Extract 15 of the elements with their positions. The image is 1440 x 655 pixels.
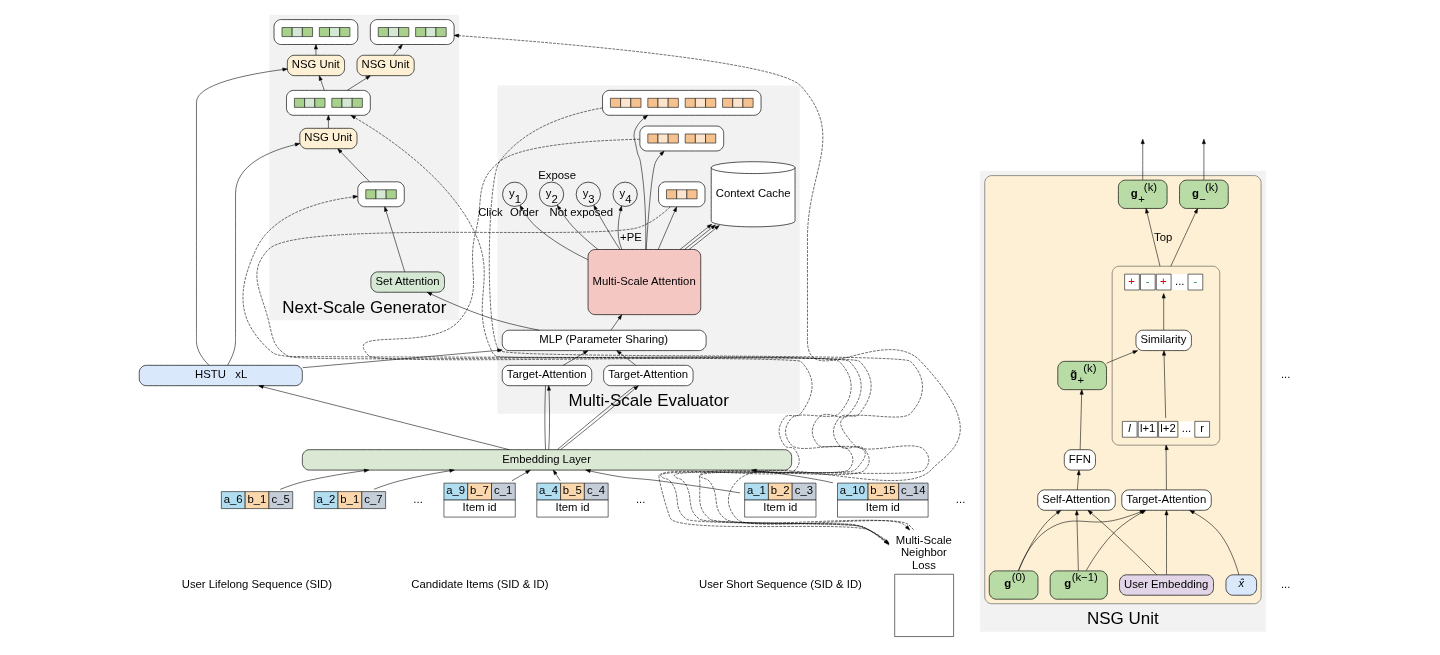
node-label: Multi-Scale Neighbor Loss — [895, 533, 952, 571]
label: ... — [413, 492, 423, 505]
edge-label: Top — [1154, 231, 1173, 244]
node-label: Click — [478, 205, 503, 218]
label: Candidate Items (SID & ID) — [411, 577, 549, 590]
label: ... — [635, 492, 646, 505]
label: ... — [1280, 577, 1291, 590]
node-label: Order — [509, 205, 539, 218]
label: User Short Sequence (SID & ID) — [699, 577, 862, 590]
label: ... — [1280, 368, 1291, 381]
node-label: Expose — [538, 168, 576, 181]
edge-label: +PE — [620, 231, 642, 244]
node-label: Not exposed — [549, 205, 614, 218]
label: User Lifelong Sequence (SID) — [181, 577, 333, 590]
label: ... — [955, 492, 966, 505]
